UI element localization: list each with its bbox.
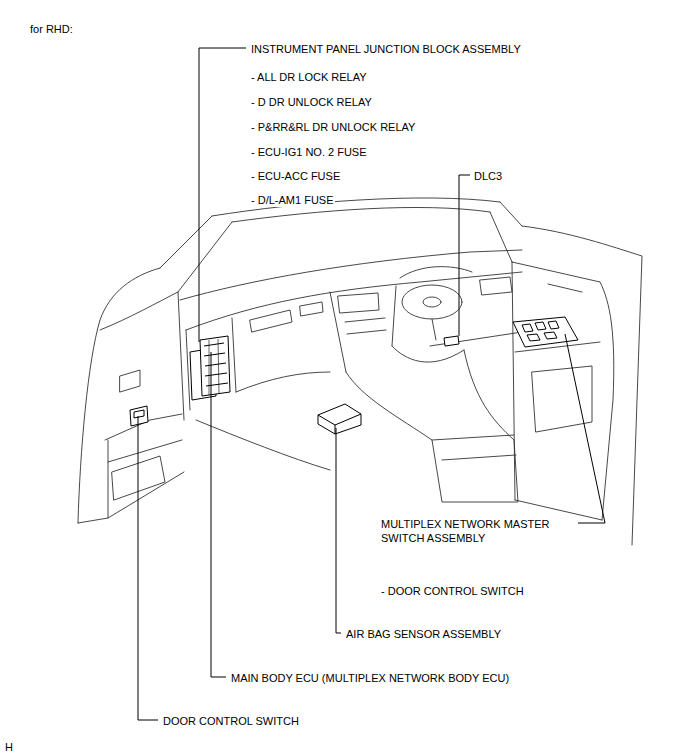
line-art [512,262,515,500]
line-art [100,292,178,330]
part-label: DOOR CONTROL SWITCH [162,714,300,728]
line-art [120,370,140,392]
line-art [211,352,226,677]
sub-item: - P&RR&RL DR UNLOCK RELAY [250,120,416,134]
line-art [338,293,379,313]
line-art [432,319,436,340]
line-art [430,332,522,346]
line-art [250,310,292,332]
part-label: INSTRUMENT PANEL JUNCTION BLOCK ASSEMBLY [250,42,522,56]
line-art [318,404,361,434]
line-art [180,250,522,300]
line-art [199,48,246,342]
line-art [423,297,441,307]
line-art [500,202,522,226]
line-art [490,212,512,262]
figure-group [130,317,578,434]
line-art [480,277,512,295]
line-art [522,321,559,341]
line-art [345,318,386,334]
sub-item: - ECU-ACC FUSE [250,169,341,183]
sub-item: - ALL DR LOCK RELAY [250,70,368,84]
part-label: DLC3 [473,169,503,183]
part-label: MAIN BODY ECU (MULTIPLEX NETWORK BODY EC… [230,671,510,685]
line-art [186,330,190,410]
sub-item: - D/L-AM1 FUSE [250,193,335,207]
line-art [178,222,232,292]
line-art [134,410,144,418]
line-art [512,262,614,520]
line-art [565,334,605,523]
line-art [232,318,236,392]
sub-item: - DOOR CONTROL SWITCH [380,584,525,598]
line-art [402,285,462,319]
line-art [513,317,578,347]
line-art [138,416,158,720]
part-label: AIR BAG SENSOR ASSEMBLY [345,627,502,641]
line-art [522,226,642,545]
line-art [392,346,464,362]
line-art [548,284,582,292]
line-art [204,343,228,386]
line-art [200,336,230,396]
line-art [130,406,148,426]
line-art [432,435,514,440]
line-art [459,175,470,336]
line-art [78,472,184,523]
line-art [178,292,184,420]
line-art [78,268,160,523]
part-label: MULTIPLEX NETWORK MASTER SWITCH ASSEMBLY [380,517,578,545]
line-art [532,366,592,432]
line-art [336,428,341,633]
line-art [444,336,459,346]
figure-group [138,48,605,720]
line-art [392,286,396,346]
line-art [346,350,518,502]
line-art [300,302,323,316]
line-art [318,414,361,434]
sub-item: - D DR UNLOCK RELAY [250,95,373,109]
line-art [400,267,472,278]
figure-group [78,198,642,545]
figure-code: H [4,740,14,754]
line-art [442,455,516,460]
diagram-title: for RHD: [29,22,74,36]
line-art [108,440,182,462]
sub-item: - ECU-IG1 NO. 2 FUSE [250,145,368,159]
line-art [232,207,490,222]
line-art [236,372,330,392]
line-art [160,216,212,268]
line-art [330,292,346,372]
line-art [196,420,330,470]
line-art [108,440,109,518]
